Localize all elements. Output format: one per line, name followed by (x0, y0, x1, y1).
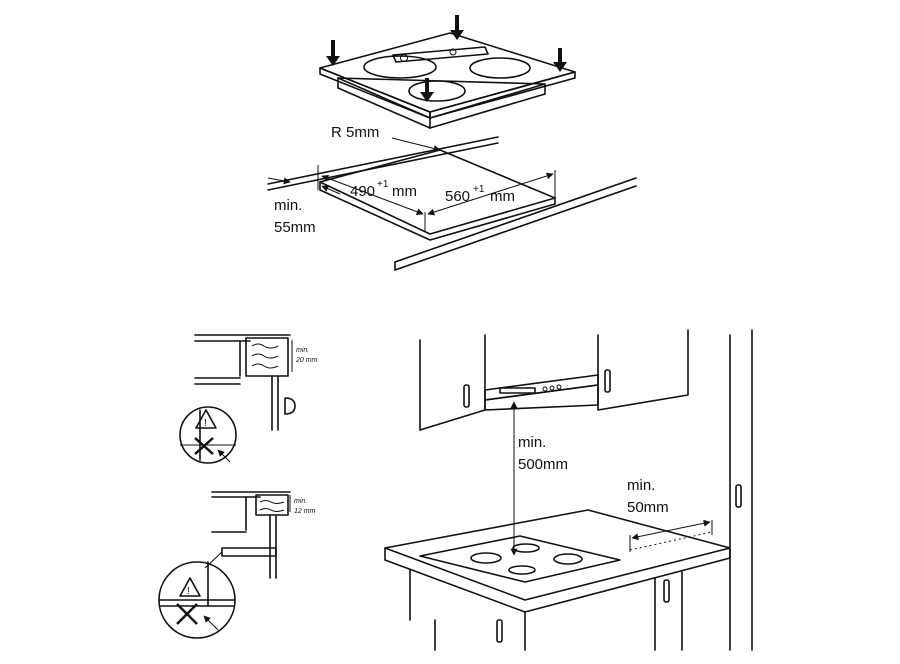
depth-unit: mm (490, 188, 515, 205)
cutout-dimension-arrows (267, 137, 554, 216)
width-value: 490 (350, 183, 375, 200)
radius-label: R 5mm (331, 124, 379, 141)
hood-clearance-line1: min. (518, 434, 546, 451)
width-tolerance: +1 (377, 179, 389, 190)
svg-text:!: ! (204, 418, 207, 429)
side-clearance-line2: 50mm (627, 499, 669, 516)
down-arrow-icon (326, 15, 567, 102)
worktop-detail-top: min. 20 mm (179, 334, 318, 464)
top-thickness-line2: 20 mm (295, 357, 318, 364)
wall-clearance-line1: min. (274, 197, 302, 214)
bottom-thickness-line2: 12 mm (294, 508, 316, 515)
width-unit: mm (392, 183, 417, 200)
kitchen-dimension-arrows (510, 401, 711, 556)
side-clearance-line1: min. (627, 477, 655, 494)
kitchen-illustration (384, 329, 753, 651)
warning-triangle-icon: ! (195, 409, 217, 429)
top-thickness-line1: min. (296, 347, 309, 354)
wall-clearance-line2: 55mm (274, 219, 316, 236)
depth-tolerance: +1 (473, 184, 485, 195)
hob-illustration (319, 32, 576, 129)
worktop-cutout-illustration (267, 136, 637, 271)
hood-clearance-line2: 500mm (518, 456, 568, 473)
depth-value: 560 (445, 188, 470, 205)
worktop-detail-bottom: min. 12 mm ! (158, 491, 316, 639)
svg-text:!: ! (187, 586, 190, 597)
prohibited-cross-icon (194, 437, 231, 463)
bottom-thickness-line1: min. (294, 498, 307, 505)
